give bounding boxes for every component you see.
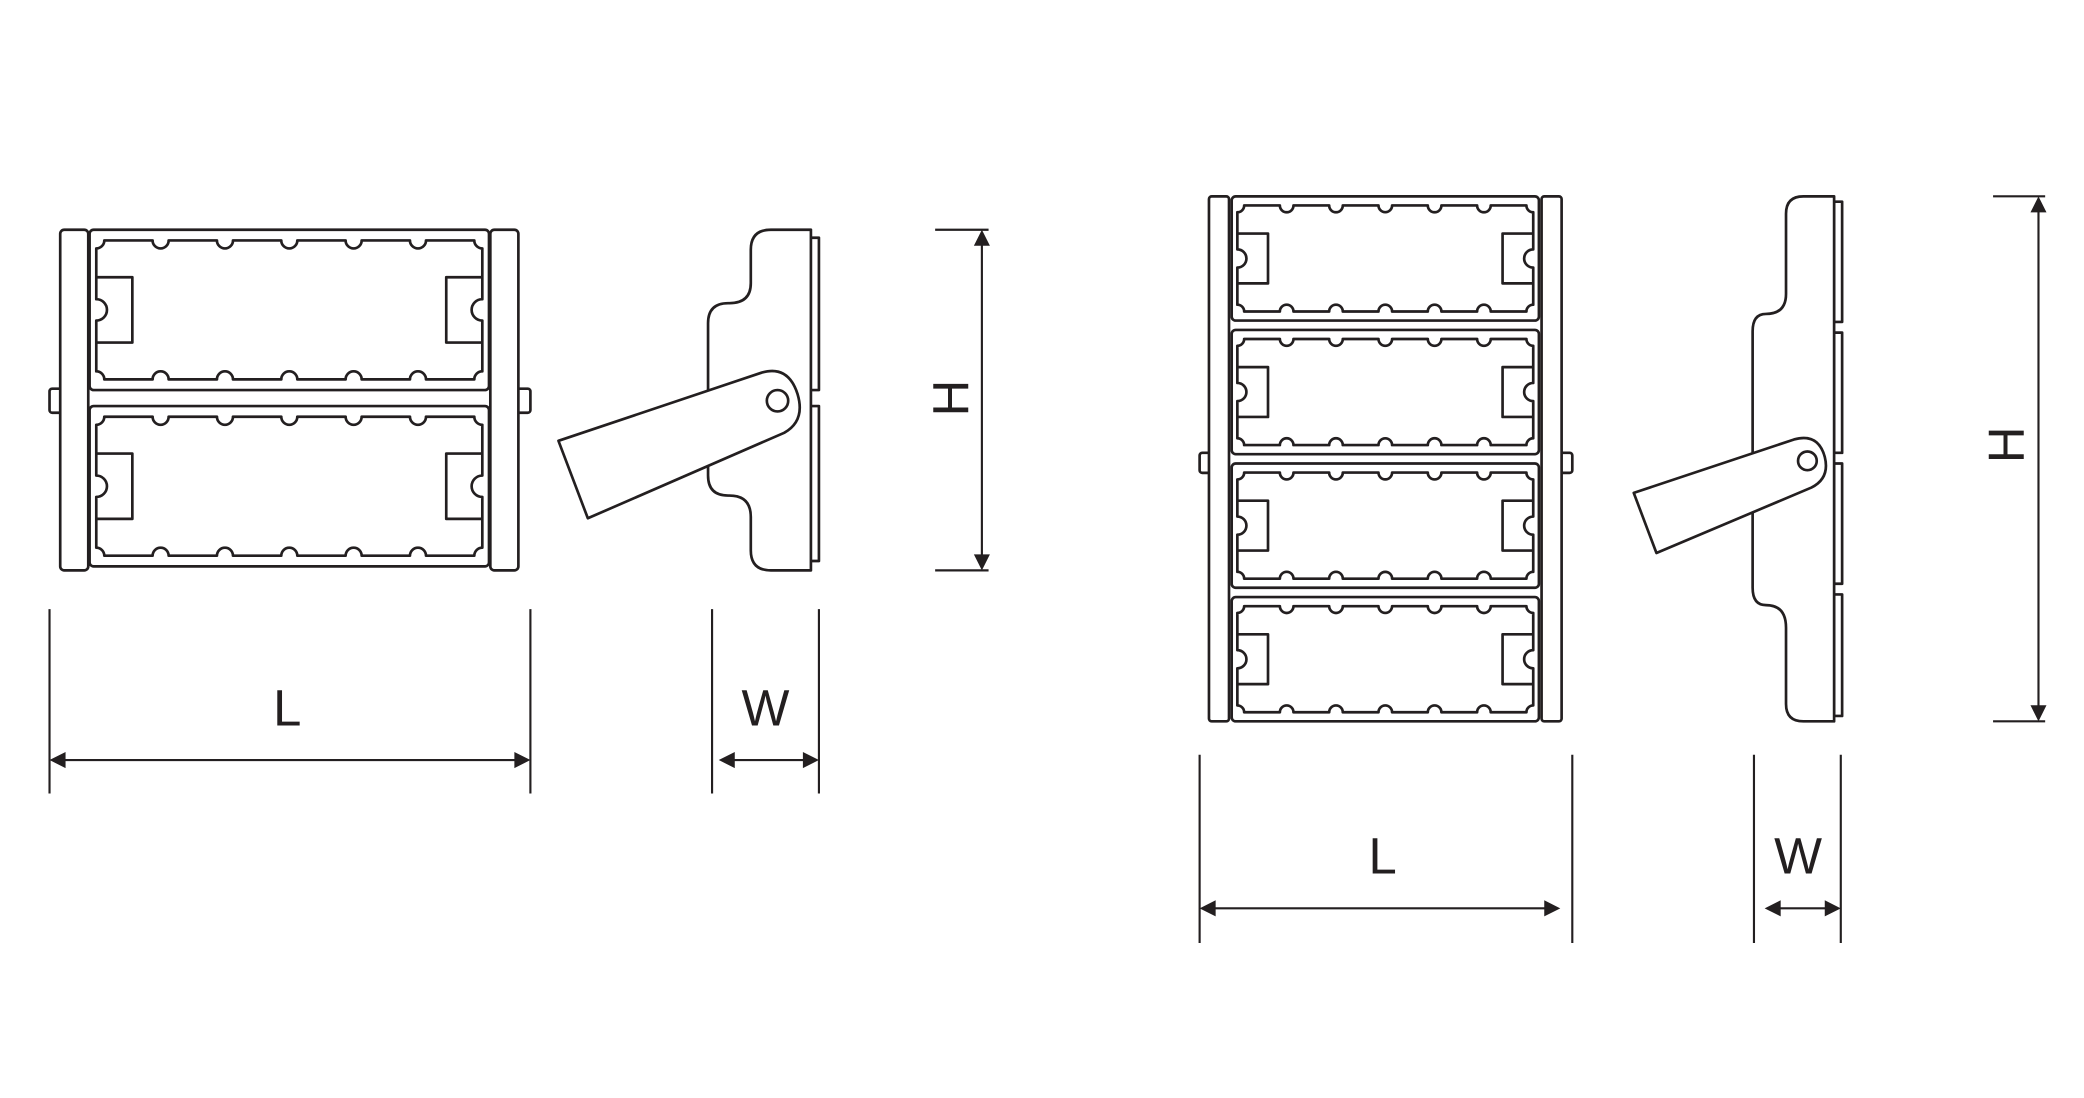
dimension-height-1: H (923, 228, 990, 572)
height-label: H (1978, 426, 2035, 463)
dimension-length-1: L (48, 609, 532, 794)
height-label: H (923, 380, 980, 417)
led-module (1230, 195, 1541, 322)
led-module (1230, 462, 1541, 590)
pivot-hole (1796, 450, 1819, 472)
front-view-two-module (48, 228, 532, 572)
right-rail (488, 228, 520, 572)
side-view-four-module (1632, 195, 1844, 723)
left-rail (58, 228, 90, 572)
front-view-four-module (1198, 195, 1574, 723)
side-view-two-module (557, 228, 821, 572)
width-label: W (742, 679, 790, 736)
pivot-hole (765, 388, 790, 413)
mounting-bracket (1632, 436, 1828, 555)
dimension-width-1: W (710, 609, 820, 794)
arrowhead (1764, 900, 1841, 917)
dimension-width-2: W (1752, 754, 1842, 944)
dimension-height-2: H (1978, 195, 2047, 723)
led-module (1230, 595, 1541, 723)
led-module (88, 404, 491, 568)
length-label: L (1369, 828, 1397, 885)
width-label: W (1774, 828, 1822, 885)
right-rail (1540, 195, 1563, 723)
mounting-bracket (557, 369, 802, 520)
left-rail (1207, 195, 1231, 723)
led-module (88, 228, 491, 392)
length-label: L (273, 679, 301, 736)
led-module (1230, 328, 1541, 456)
dimension-length-2: L (1198, 754, 1574, 944)
